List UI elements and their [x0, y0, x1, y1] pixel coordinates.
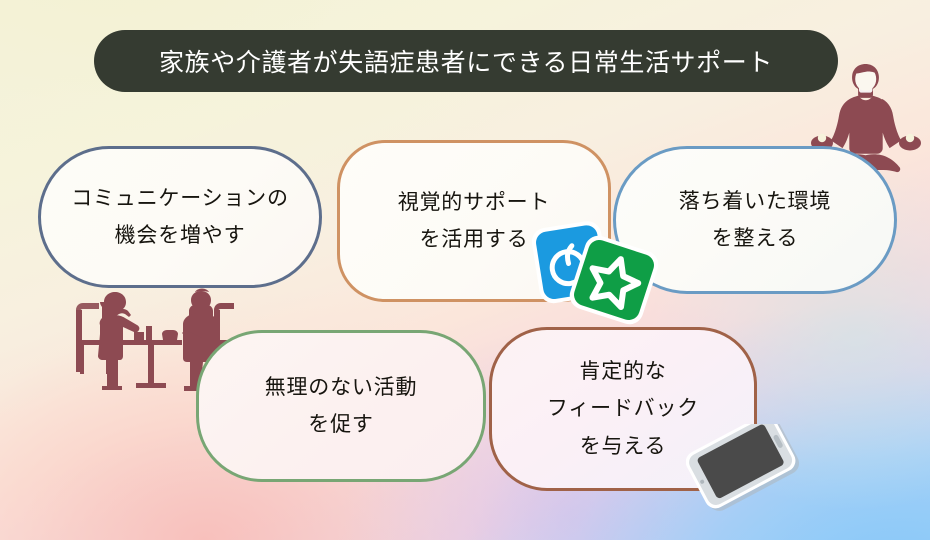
card-gentle-activity-line-1: 無理のない活動: [264, 375, 418, 399]
card-gentle-activity[interactable]: 無理のない活動 を促す: [196, 330, 486, 482]
card-positive-feedback-line-1: 肯定的な: [579, 359, 667, 383]
card-calm-environment[interactable]: 落ち着いた環境 を整える: [613, 146, 897, 294]
card-gentle-activity-line-2: を促す: [308, 413, 374, 436]
infographic-title-pill: 家族や介護者が失語症患者にできる日常生活サポート: [94, 30, 838, 92]
card-positive-feedback-line-3: を与える: [579, 434, 667, 458]
card-calm-environment-line-2: を整える: [711, 227, 799, 250]
card-calm-environment-line-1: 落ち着いた環境: [678, 189, 832, 213]
card-communication[interactable]: コミュニケーションの 機会を増やす: [38, 146, 322, 288]
card-visual-support[interactable]: 視覚的サポート を活用する: [337, 140, 611, 302]
page-title: 家族や介護者が失語症患者にできる日常生活サポート: [159, 49, 773, 77]
card-positive-feedback-line-2: フィードバック: [546, 397, 700, 421]
card-visual-support-line-2: を活用する: [419, 228, 529, 251]
card-visual-support-line-1: 視覚的サポート: [397, 190, 551, 214]
card-communication-line-2: 機会を増やす: [114, 224, 246, 247]
card-communication-line-1: コミュニケーションの: [71, 186, 289, 210]
card-positive-feedback[interactable]: 肯定的な フィードバック を与える: [489, 327, 757, 491]
